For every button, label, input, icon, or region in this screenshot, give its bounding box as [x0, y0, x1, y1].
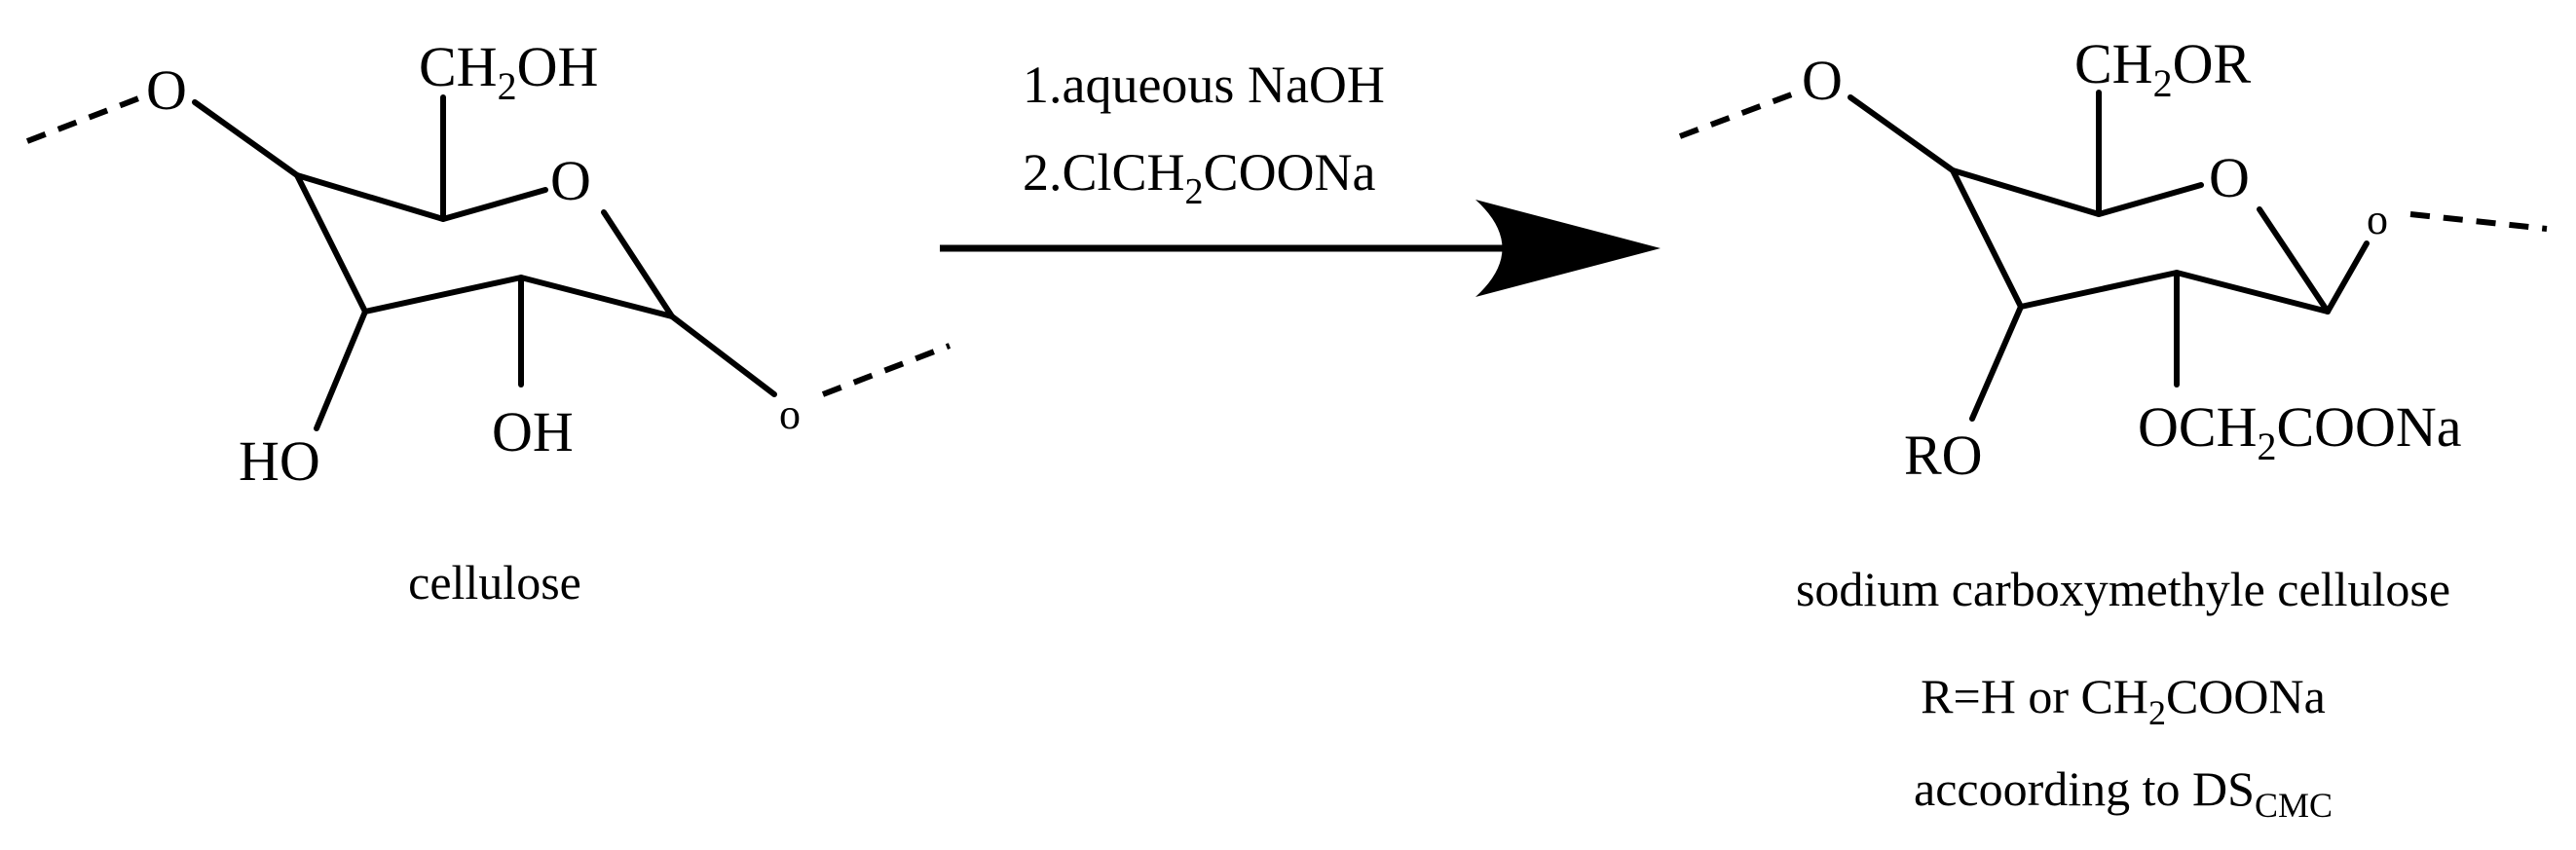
cellulose-caption: cellulose	[408, 555, 581, 610]
ro-bond	[1969, 304, 2024, 422]
ds-note: accoording to DSCMC	[1914, 761, 2333, 825]
ho-label: HO	[239, 429, 320, 493]
cmc-ring-upper-edge	[1950, 167, 2204, 217]
cmc-ring-o-label: O	[2209, 146, 2250, 209]
r-definition: R=H or CH2COONa	[1921, 669, 2326, 732]
ring-upper-edge	[294, 172, 548, 222]
condition-2: 2.ClCH2COONa	[1023, 143, 1376, 212]
cmc-o-c4-bond	[1848, 94, 1956, 173]
ring-o-c1-bond	[601, 209, 675, 319]
cmc-left-chain-dash	[1678, 90, 1799, 139]
cmc-caption: sodium carboxymethyle cellulose	[1796, 562, 2450, 616]
o-c4-bond	[192, 99, 300, 178]
left-chain-dash	[25, 94, 143, 144]
cmc-ring-o-c1-bond	[2257, 206, 2331, 314]
c1-o-bond	[669, 314, 777, 397]
arrow-head	[1475, 200, 1661, 297]
left-o-label: O	[146, 58, 187, 122]
och2coona-label: OCH2COONa	[2138, 395, 2462, 468]
cmc-left-o-label: O	[1802, 49, 1843, 112]
cellulose-structure: O O CH2OH HO OH o cellulose	[25, 35, 952, 610]
condition-1: 1.aqueous NaOH	[1023, 55, 1385, 114]
right-chain-dash	[821, 343, 952, 397]
cmc-right-o-label: o	[2367, 196, 2388, 243]
cmc-c1-o-bond	[2325, 240, 2370, 314]
ch2oh-label: CH2OH	[419, 35, 598, 108]
ch2or-label: CH2OR	[2074, 32, 2251, 105]
ho-bond	[314, 309, 368, 431]
cmc-structure: O O CH2OR RO OCH2COONa o sodium carboxym…	[1678, 32, 2548, 825]
ring-o-label: O	[550, 149, 591, 212]
ring-lower-edge	[294, 172, 675, 319]
reaction-arrow: 1.aqueous NaOH 2.ClCH2COONa	[940, 55, 1661, 297]
cmc-right-chain-dash	[2409, 211, 2548, 232]
cmc-ring-lower-edge	[1950, 167, 2331, 314]
ro-label: RO	[1904, 424, 1983, 487]
oh-label: OH	[492, 400, 574, 463]
right-o-label: o	[779, 390, 801, 438]
